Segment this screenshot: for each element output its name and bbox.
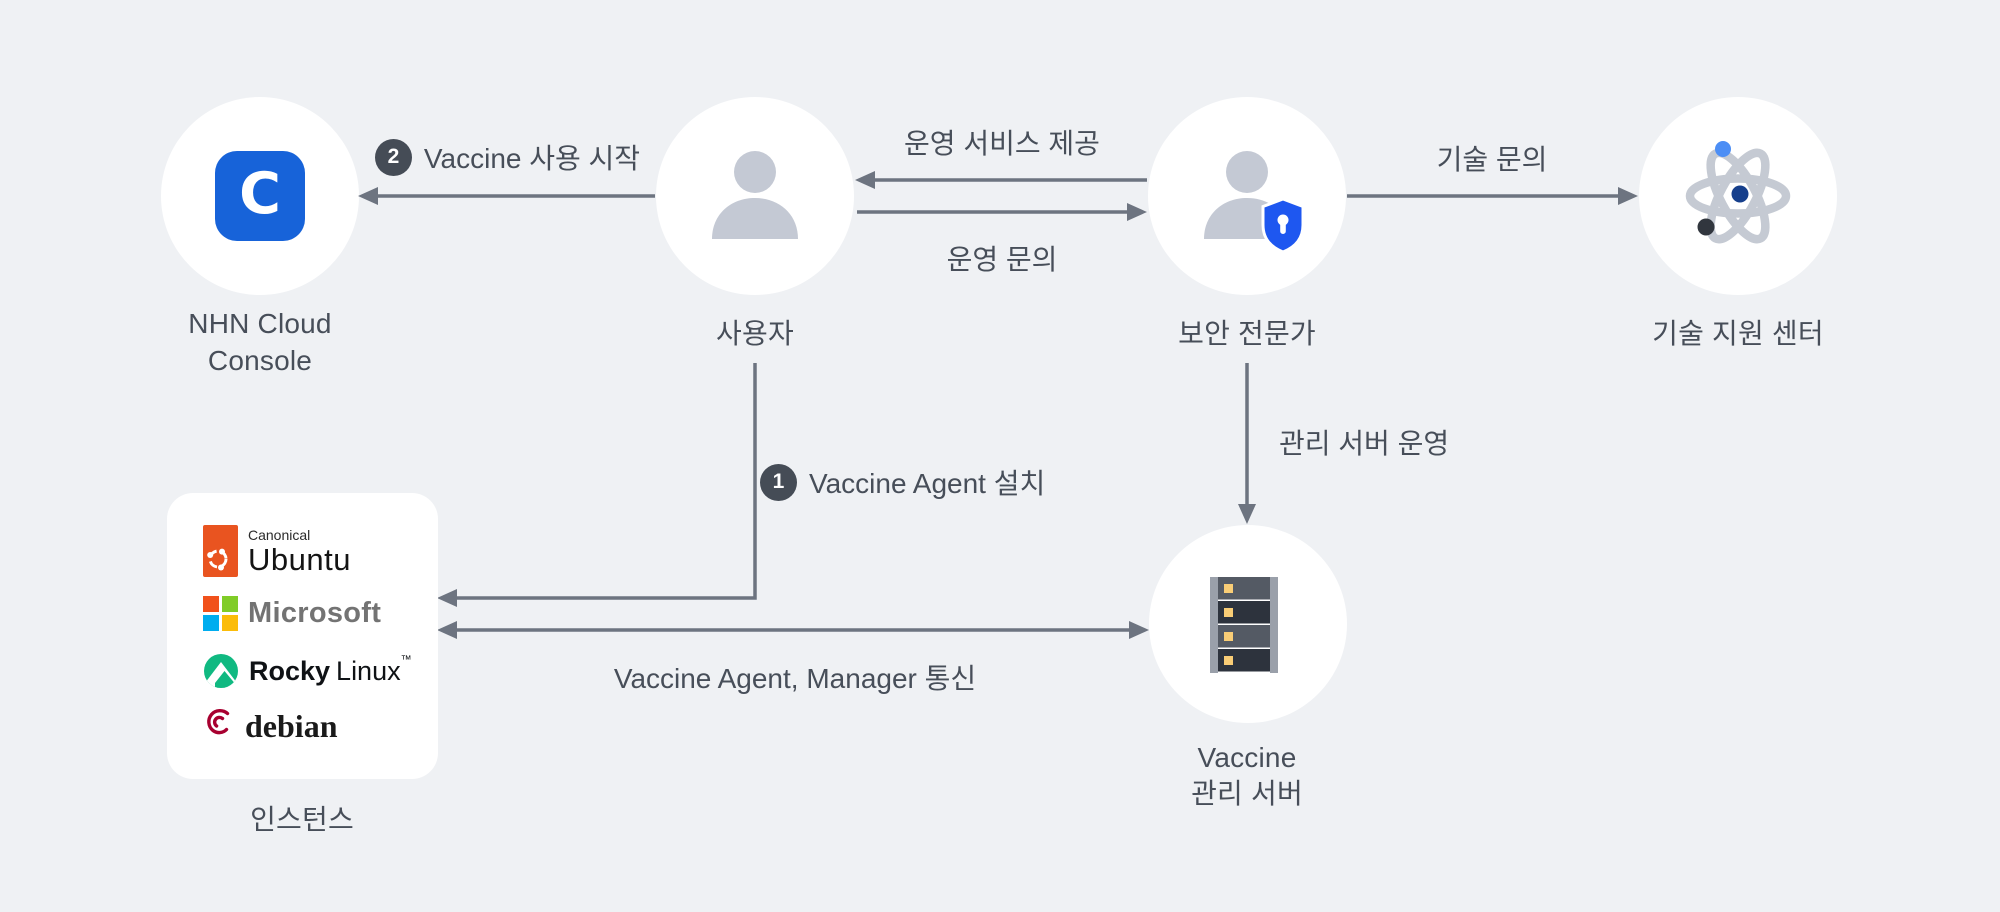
edge-label-agent-install: 1 Vaccine Agent 설치	[760, 462, 1045, 502]
nhn-cloud-console-icon: C	[215, 151, 305, 241]
security-node-circle	[1148, 97, 1346, 295]
user-node-circle	[656, 97, 854, 295]
security-node-label: 보안 전문가	[1178, 318, 1316, 349]
server-node-label: Vaccine 관리 서버	[1191, 742, 1303, 809]
edge-label-start-vaccine-text: Vaccine 사용 시작	[423, 143, 641, 174]
server-rack-icon	[1210, 577, 1278, 673]
support-atom-icon	[1685, 141, 1791, 244]
console-logo-letter: C	[239, 161, 281, 227]
edge-label-server-operate: 관리 서버 운영	[1279, 428, 1450, 459]
user-node-label: 사용자	[716, 318, 794, 349]
debian-swirl-icon	[207, 709, 230, 735]
atom-electron-dark	[1697, 218, 1715, 236]
edge-label-agent-comm: Vaccine Agent, Manager 통신	[613, 663, 977, 694]
debian-wordmark: debian	[245, 707, 338, 744]
security-shield-icon	[1261, 197, 1305, 254]
atom-electron-navy	[1731, 185, 1749, 203]
user-person-icon	[712, 151, 798, 239]
step-1-badge: 1	[760, 463, 797, 501]
rocky-linux-icon	[204, 654, 238, 688]
instance-node-label: 인스턴스	[250, 804, 354, 835]
microsoft-icon	[203, 596, 238, 631]
step-2-badge: 2	[374, 138, 412, 176]
ubuntu-logo: Canonical Ubuntu	[203, 525, 351, 577]
support-node-label: 기술 지원 센터	[1652, 318, 1824, 349]
edge-label-start-vaccine: 2 Vaccine 사용 시작	[360, 137, 655, 177]
edge-label-ops-ask: 운영 문의	[946, 244, 1058, 275]
ubuntu-company-text: Canonical	[248, 526, 311, 543]
edge-label-agent-install-text: Vaccine Agent 설치	[809, 468, 1046, 499]
ubuntu-icon	[203, 525, 238, 577]
edge-label-tech-ask: 기술 문의	[1436, 144, 1548, 175]
microsoft-wordmark: Microsoft	[248, 597, 382, 629]
instance-os-box: Canonical Ubuntu Microsoft Ro	[167, 493, 438, 779]
server-node-circle	[1149, 525, 1347, 723]
console-node-label: NHN Cloud Console	[188, 308, 332, 376]
atom-electron-lightblue	[1715, 141, 1731, 157]
edge-label-ops-provide: 운영 서비스 제공	[904, 128, 1100, 159]
microsoft-logo: Microsoft	[203, 596, 381, 631]
debian-logo: debian	[203, 706, 337, 746]
ubuntu-product-text: Ubuntu	[248, 541, 351, 577]
